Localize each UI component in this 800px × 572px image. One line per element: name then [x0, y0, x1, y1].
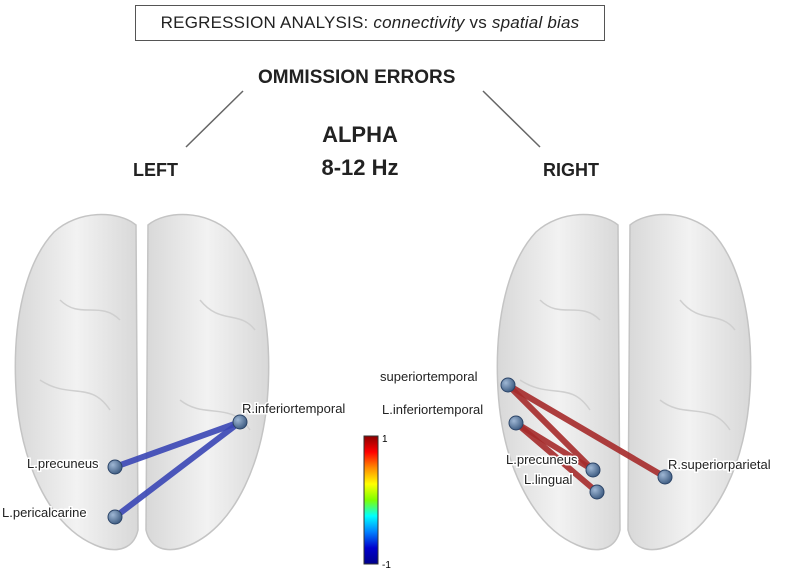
- left-connections: [112, 419, 243, 520]
- band-range: 8-12 Hz: [321, 155, 399, 180]
- right-node-label-l-precuneus: L.precuneus: [506, 452, 578, 467]
- left-brain-image: [14, 213, 270, 551]
- band-name: ALPHA: [322, 122, 398, 147]
- left-edge-r-inferiortemporal-to-l-precuneus: [112, 419, 243, 470]
- node-labels: R.inferiortemporalL.precuneusL.pericalca…: [1, 368, 773, 522]
- title-prefix: REGRESSION ANALYSIS:: [160, 13, 369, 32]
- right-node-label-l-inferiortemporal: L.inferiortemporal: [382, 402, 483, 417]
- colorbar-min-label: -1: [382, 560, 391, 571]
- right-node-label-l-lingual: L.lingual: [524, 472, 573, 487]
- right-edge-superiortemporal-to-r-superiorparietal: [505, 382, 668, 480]
- left-node-r-inferiortemporal: [232, 414, 248, 430]
- analysis-title-box: REGRESSION ANALYSIS: connectivity vs spa…: [135, 5, 605, 41]
- title-mid: vs: [469, 13, 487, 32]
- right-node-superiortemporal: [500, 377, 516, 393]
- right-edge-l-inferiortemporal-to-l-lingual: [513, 420, 600, 495]
- right-node-label-superiortemporal: superiortemporal: [380, 369, 478, 384]
- right-connections: [505, 382, 668, 495]
- left-panel-label: LEFT: [133, 160, 178, 180]
- right-node-l-precuneus: [585, 462, 601, 478]
- left-node-l-pericalcarine: [107, 509, 123, 525]
- connector-line-right: [482, 90, 541, 148]
- right-node-label-r-superiorparietal: R.superiorparietal: [668, 457, 771, 472]
- left-node-label-r-inferiortemporal: R.inferiortemporal: [242, 401, 345, 416]
- left-node-label-l-precuneus: L.precuneus: [27, 456, 99, 471]
- right-node-l-inferiortemporal: [508, 415, 524, 431]
- right-brain-image: [496, 213, 752, 551]
- colorbar-max-label: 1: [382, 434, 388, 445]
- title-term-connectivity: connectivity: [373, 13, 465, 32]
- left-edge-r-inferiortemporal-to-l-pericalcarine: [112, 419, 243, 520]
- connector-line-left: [185, 90, 244, 148]
- title-term-spatial-bias: spatial bias: [491, 13, 580, 32]
- right-node-r-superiorparietal: [657, 469, 673, 485]
- main-heading: OMMISSION ERRORS: [258, 67, 456, 88]
- left-node-label-l-pericalcarine: L.pericalcarine: [2, 505, 87, 520]
- right-panel-label: RIGHT: [543, 160, 599, 180]
- colorbar: [363, 435, 379, 565]
- nodes: [107, 377, 673, 525]
- right-edge-superiortemporal-to-l-precuneus: [505, 382, 596, 473]
- right-node-l-lingual: [589, 484, 605, 500]
- left-node-l-precuneus: [107, 459, 123, 475]
- frequency-band: ALPHA 8-12 Hz: [300, 118, 420, 184]
